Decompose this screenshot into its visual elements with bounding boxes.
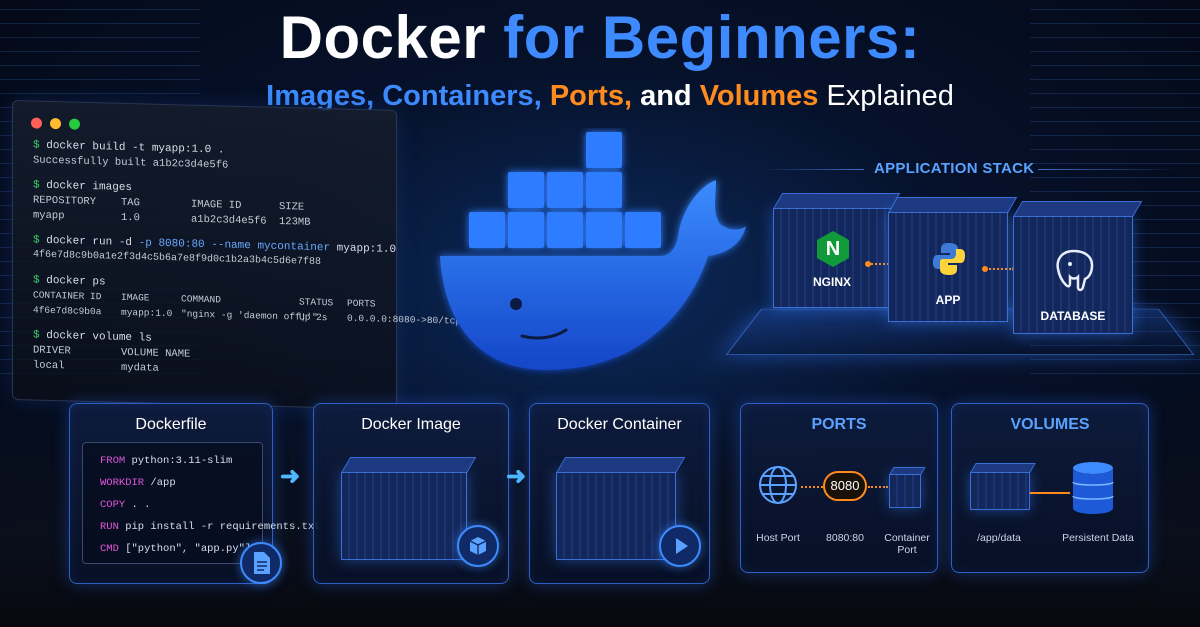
subtitle-explained: Explained [826, 80, 954, 112]
globe-icon [759, 466, 797, 504]
terminal-window: $ docker build -t myapp:1.0 . Successful… [12, 99, 461, 411]
application-stack-heading: APPLICATION STACK [760, 156, 1180, 180]
nginx-icon: N [817, 231, 849, 267]
flow-arrow-icon: ➜ [506, 463, 527, 490]
terminal-output: $ docker build -t myapp:1.0 . Successful… [33, 139, 461, 384]
container-box-icon [556, 457, 686, 560]
prompt: $ [33, 234, 40, 247]
dockerfile-title: Dockerfile [135, 416, 207, 433]
code-line: WORKDIR /app [100, 477, 176, 489]
volume-link [1030, 492, 1070, 494]
volumes-panel: VOLUMES /app/data Persistent Data [951, 403, 1149, 573]
nginx-label: NGINX [812, 275, 851, 289]
code-line: CMD ["python", "app.py"] [100, 543, 252, 555]
dockerfile-panel: Dockerfile FROM python:3.11-slim WORKDIR… [69, 403, 321, 584]
subtitle-volumes: Volumes [699, 80, 819, 112]
app-label: APP [935, 293, 961, 307]
subtitle-ports: Ports, [549, 80, 632, 112]
title-for-beginners: for Beginners: [503, 4, 921, 71]
port-link [801, 486, 823, 488]
docker-container-title: Docker Container [557, 416, 682, 433]
page-subtitle: Images, Containers, Ports, and Volumes E… [0, 76, 1200, 116]
command-image: myapp:1.0 [330, 242, 397, 257]
ports-panel: PORTS 8080 Host Port 8080:80 Container P… [740, 403, 938, 573]
command: docker images [46, 179, 133, 195]
page-title: Docker for Beginners: [0, 2, 1200, 74]
persistent-data-label: Persistent Data [1062, 532, 1134, 544]
command: docker run -d [46, 234, 139, 250]
maximize-dot-icon [69, 118, 80, 130]
database-label: DATABASE [1040, 309, 1106, 323]
image-box-icon [341, 457, 477, 560]
cube-icon [457, 525, 499, 567]
document-icon [240, 542, 282, 584]
dockerfile-code: FROM python:3.11-slim WORKDIR /app COPY … [82, 442, 321, 564]
nginx-container: N NGINX [773, 193, 901, 308]
database-container: DATABASE [1013, 201, 1143, 334]
prompt: $ [33, 179, 40, 192]
prompt: $ [33, 274, 40, 287]
host-port-label: Host Port [756, 532, 800, 544]
code-line: COPY . . [100, 499, 151, 511]
docker-image-panel: Docker Image [313, 403, 509, 584]
minimize-dot-icon [50, 117, 61, 130]
database-icon [1072, 462, 1114, 514]
prompt: $ [33, 139, 40, 152]
port-link [868, 486, 888, 488]
stack-link [982, 266, 1018, 272]
app-container: APP [888, 197, 1018, 322]
command: docker volume ls [46, 329, 152, 345]
window-controls [31, 117, 80, 130]
code-line: RUN pip install -r requirements.txt [100, 521, 321, 533]
port-mapping-label: 8080:80 [826, 532, 864, 544]
docker-image-title: Docker Image [361, 416, 461, 433]
prompt: $ [33, 329, 40, 342]
docker-whale-icon [440, 132, 746, 371]
subtitle-and: and [640, 80, 692, 112]
ports-title: PORTS [811, 416, 867, 433]
code-line: FROM python:3.11-slim [100, 455, 233, 467]
volume-container-icon [970, 463, 1036, 510]
python-icon [933, 243, 965, 275]
postgres-elephant-icon [1056, 249, 1094, 292]
container-port-label: Container Port [884, 532, 930, 556]
command: docker ps [46, 274, 106, 289]
volume-path-label: /app/data [977, 532, 1021, 544]
title-docker: Docker [279, 4, 487, 71]
subtitle-containers: Containers, [382, 80, 542, 112]
volumes-title: VOLUMES [1010, 416, 1090, 433]
flow-arrow-icon: ➜ [280, 463, 301, 490]
docker-container-panel: Docker Container [529, 403, 710, 584]
port-value-badge: 8080 [823, 471, 867, 501]
play-icon [659, 525, 701, 567]
container-port-icon [889, 467, 926, 508]
command: docker build -t myapp:1.0 . [46, 139, 225, 157]
close-dot-icon [31, 117, 42, 129]
